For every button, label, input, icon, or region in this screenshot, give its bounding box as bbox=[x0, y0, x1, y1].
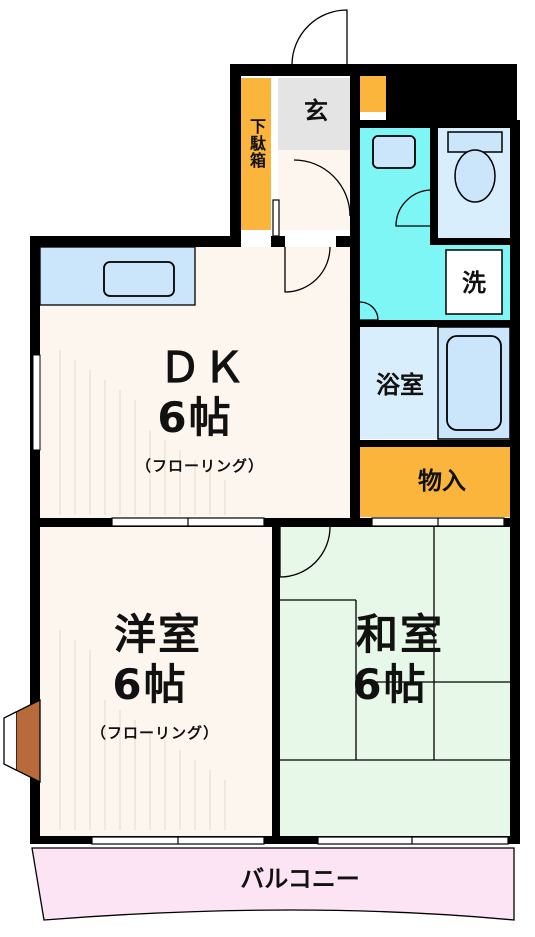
washer-box bbox=[445, 249, 503, 315]
tatami-lines bbox=[280, 527, 512, 761]
balcony-area bbox=[31, 847, 515, 921]
balcony-label: バルコニー bbox=[240, 865, 360, 893]
dk-size: 6帖 bbox=[157, 393, 233, 442]
laundry-label: 洗 bbox=[462, 269, 486, 297]
bath-label: 浴室 bbox=[376, 371, 424, 399]
doors bbox=[279, 9, 433, 578]
bathtub-inner bbox=[446, 335, 502, 431]
entrance-label: 玄 bbox=[304, 97, 328, 125]
western-floor bbox=[40, 527, 272, 837]
kitchen-sink bbox=[103, 261, 175, 297]
shoe-box-area bbox=[241, 78, 271, 230]
dk-floor-type: （フローリング） bbox=[135, 457, 264, 475]
walls bbox=[30, 64, 520, 844]
storage-area bbox=[360, 447, 510, 517]
western-floor-type: （フローリング） bbox=[90, 724, 219, 742]
sliding-doors bbox=[91, 199, 509, 845]
dk-window bbox=[32, 354, 41, 451]
bay-window bbox=[15, 698, 41, 784]
wash-basin bbox=[372, 135, 416, 169]
toilet-tank bbox=[447, 131, 503, 153]
storage-label: 物入 bbox=[418, 467, 466, 495]
shoe-box-label: 下駄箱 bbox=[247, 118, 266, 169]
entrance-storage-area bbox=[358, 76, 386, 112]
japanese-name: 和室 bbox=[355, 610, 444, 659]
western-size: 6帖 bbox=[112, 660, 188, 709]
western-name: 洋室 bbox=[113, 610, 202, 659]
flooring-texture bbox=[59, 350, 226, 830]
japanese-size: 6帖 bbox=[352, 660, 428, 709]
entrance-tile bbox=[278, 78, 350, 150]
dk-name: ＤＫ bbox=[158, 343, 247, 392]
toilet-bowl bbox=[454, 149, 496, 203]
